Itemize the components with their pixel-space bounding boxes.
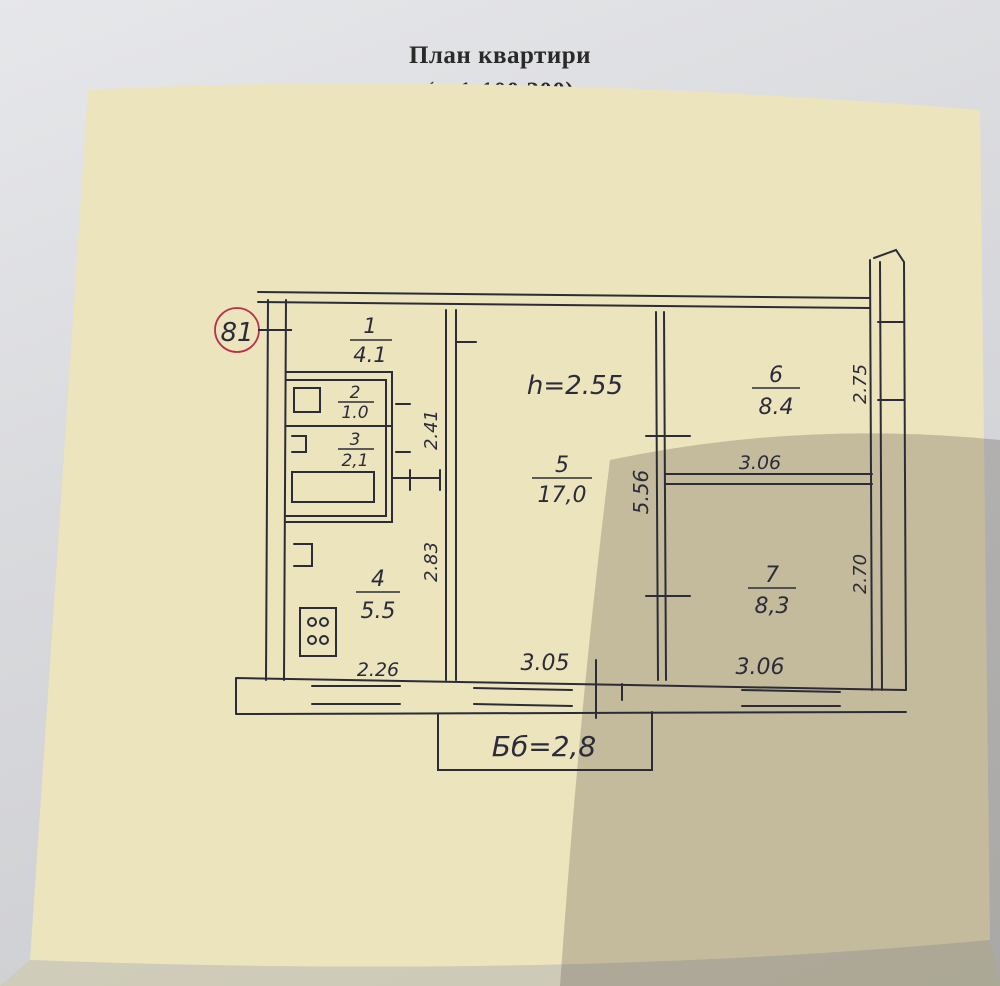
- top-wall: [257, 291, 871, 309]
- room-3-number: 3: [350, 430, 361, 450]
- dim-3-05: 3.05: [521, 651, 570, 676]
- left-wall: [265, 299, 287, 681]
- window-living: [473, 687, 573, 707]
- window-bedroom: [741, 689, 841, 707]
- dim-2-41: 2.41: [421, 410, 442, 450]
- balcony-label: Бб=2,8: [492, 730, 596, 763]
- stove-burner-icon: [319, 635, 329, 645]
- wall-living-bedroom: [655, 311, 667, 681]
- sink-fixture: [291, 435, 307, 453]
- plan-title: План квартири: [0, 42, 1000, 70]
- room-6-number: 6: [769, 363, 783, 388]
- dim-2-83: 2.83: [421, 542, 442, 582]
- room-6-area: 8.4: [759, 395, 794, 420]
- dim-5-56: 5.56: [629, 470, 653, 515]
- room-1-area: 4.1: [353, 343, 386, 367]
- room-7-number: 7: [765, 563, 779, 588]
- stove-burner-icon: [319, 617, 329, 627]
- bathroom-block: [285, 371, 393, 523]
- paper-background: [30, 83, 990, 967]
- window-kitchen: [311, 685, 401, 705]
- door-ticks: [391, 403, 441, 491]
- ceiling-height: h=2.55: [527, 371, 623, 401]
- right-window: [877, 321, 905, 401]
- bathtub-fixture: [291, 471, 375, 503]
- apartment-number: 81: [220, 318, 253, 348]
- dimension-ticks: [455, 341, 691, 719]
- stove-burner-icon: [307, 617, 317, 627]
- dim-3-06-bottom: 3.06: [736, 655, 785, 680]
- paper-fold-shadow: [0, 940, 1000, 986]
- room-5-area: 17,0: [538, 483, 587, 508]
- room-2-area: 1.0: [341, 403, 368, 423]
- room-3-area: 2,1: [341, 451, 368, 471]
- room-4-area: 5.5: [361, 599, 396, 624]
- room-2-number: 2: [350, 383, 361, 403]
- dim-2-70: 2.70: [850, 554, 871, 594]
- dim-3-06-mid: 3.06: [739, 452, 781, 474]
- dim-2-75: 2.75: [850, 364, 871, 404]
- kitchen-sink: [293, 543, 313, 567]
- plan-title-text: План квартири: [408, 42, 592, 69]
- toilet-fixture: [293, 387, 321, 413]
- photo-shadow: [560, 433, 1000, 986]
- room-7-area: 8,3: [755, 594, 790, 619]
- room-5-number: 5: [555, 453, 569, 478]
- wall-rooms-6-7: [665, 473, 873, 485]
- room-1-number: 1: [363, 314, 376, 338]
- bottom-wall: [235, 677, 907, 715]
- dim-2-26: 2.26: [357, 659, 399, 681]
- room-4-number: 4: [371, 567, 385, 592]
- wall-hall-living: [445, 309, 457, 681]
- stove-burner-icon: [307, 635, 317, 645]
- balcony-outline: [437, 711, 653, 771]
- stove-fixture: [299, 607, 337, 657]
